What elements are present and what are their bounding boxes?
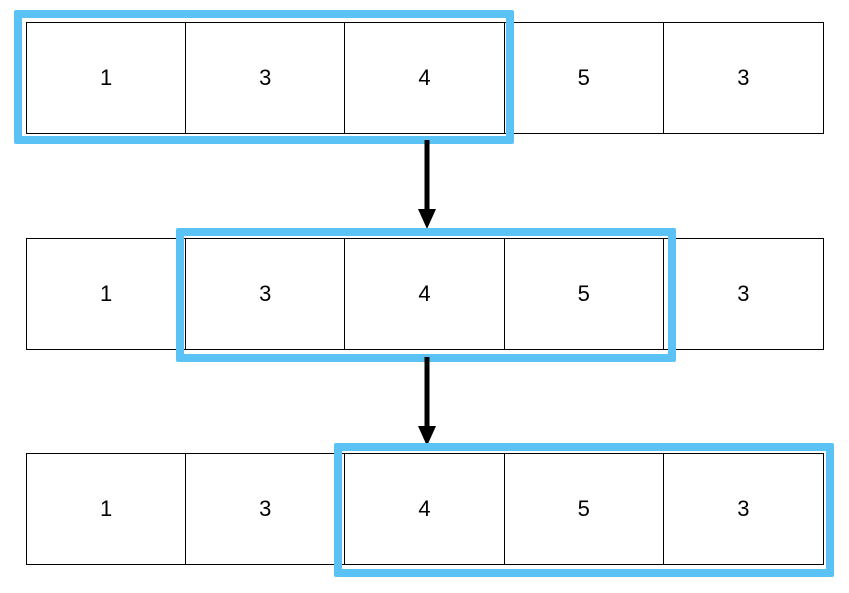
array-cell: 5 — [505, 239, 664, 349]
array-cell: 4 — [345, 454, 505, 564]
transition-arrow-1 — [411, 140, 443, 230]
array-cell: 3 — [186, 454, 346, 564]
array-cell: 1 — [27, 239, 187, 349]
array-row-1: 1 3 4 5 3 — [26, 22, 824, 134]
array-cell: 4 — [345, 23, 505, 133]
array-row-2: 1 3 4 5 3 — [26, 238, 824, 350]
array-cell: 3 — [737, 281, 750, 306]
transition-arrow-2 — [411, 357, 443, 447]
arrow-down-icon — [418, 140, 436, 229]
array-row-3: 1 3 4 5 3 — [26, 453, 824, 565]
array-cell: 3 — [186, 23, 346, 133]
array-cell: 3 — [737, 496, 750, 521]
array-cell: 4 — [345, 239, 505, 349]
array-cell: 1 — [27, 23, 187, 133]
array-cell: 5 — [505, 23, 664, 133]
array-cell: 3 — [186, 239, 346, 349]
arrow-down-icon — [418, 357, 436, 446]
array-cell: 1 — [27, 454, 187, 564]
array-cell: 3 — [737, 65, 750, 90]
array-cell: 5 — [505, 454, 664, 564]
